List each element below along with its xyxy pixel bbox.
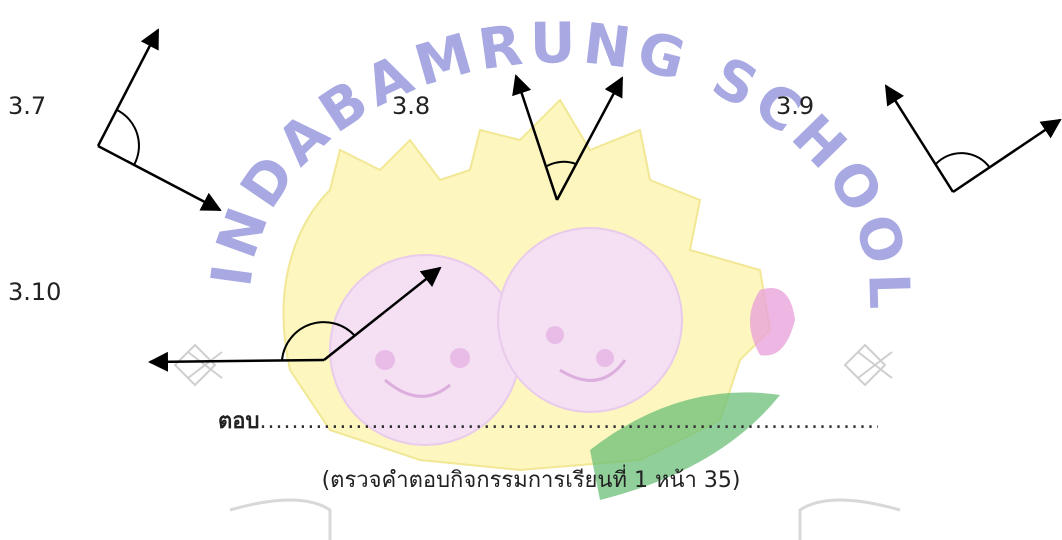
answer-reference-note: (ตรวจคำตอบกิจกรรมการเรียนที่ 1 หน้า 35) — [321, 468, 741, 493]
answer-dots: ........................................… — [259, 409, 878, 434]
ornament-left — [173, 343, 223, 387]
item-label-3-8: 3.8 — [392, 92, 431, 120]
ribbon-outline — [229, 498, 901, 540]
item-label-3-7: 3.7 — [8, 92, 47, 120]
ornament-right — [843, 343, 893, 387]
item-label-3-9: 3.9 — [776, 92, 815, 120]
answer-prefix: ตอบ — [218, 409, 260, 434]
angle-figure-3-8 — [512, 74, 624, 201]
angle-figure-3-7 — [96, 28, 222, 212]
flower-logo — [282, 98, 795, 500]
item-label-3-10: 3.10 — [8, 278, 62, 306]
answer-line: ตอบ.....................................… — [218, 407, 878, 437]
angle-figure-3-9 — [884, 84, 1062, 194]
angle-figure-3-10 — [148, 266, 442, 372]
